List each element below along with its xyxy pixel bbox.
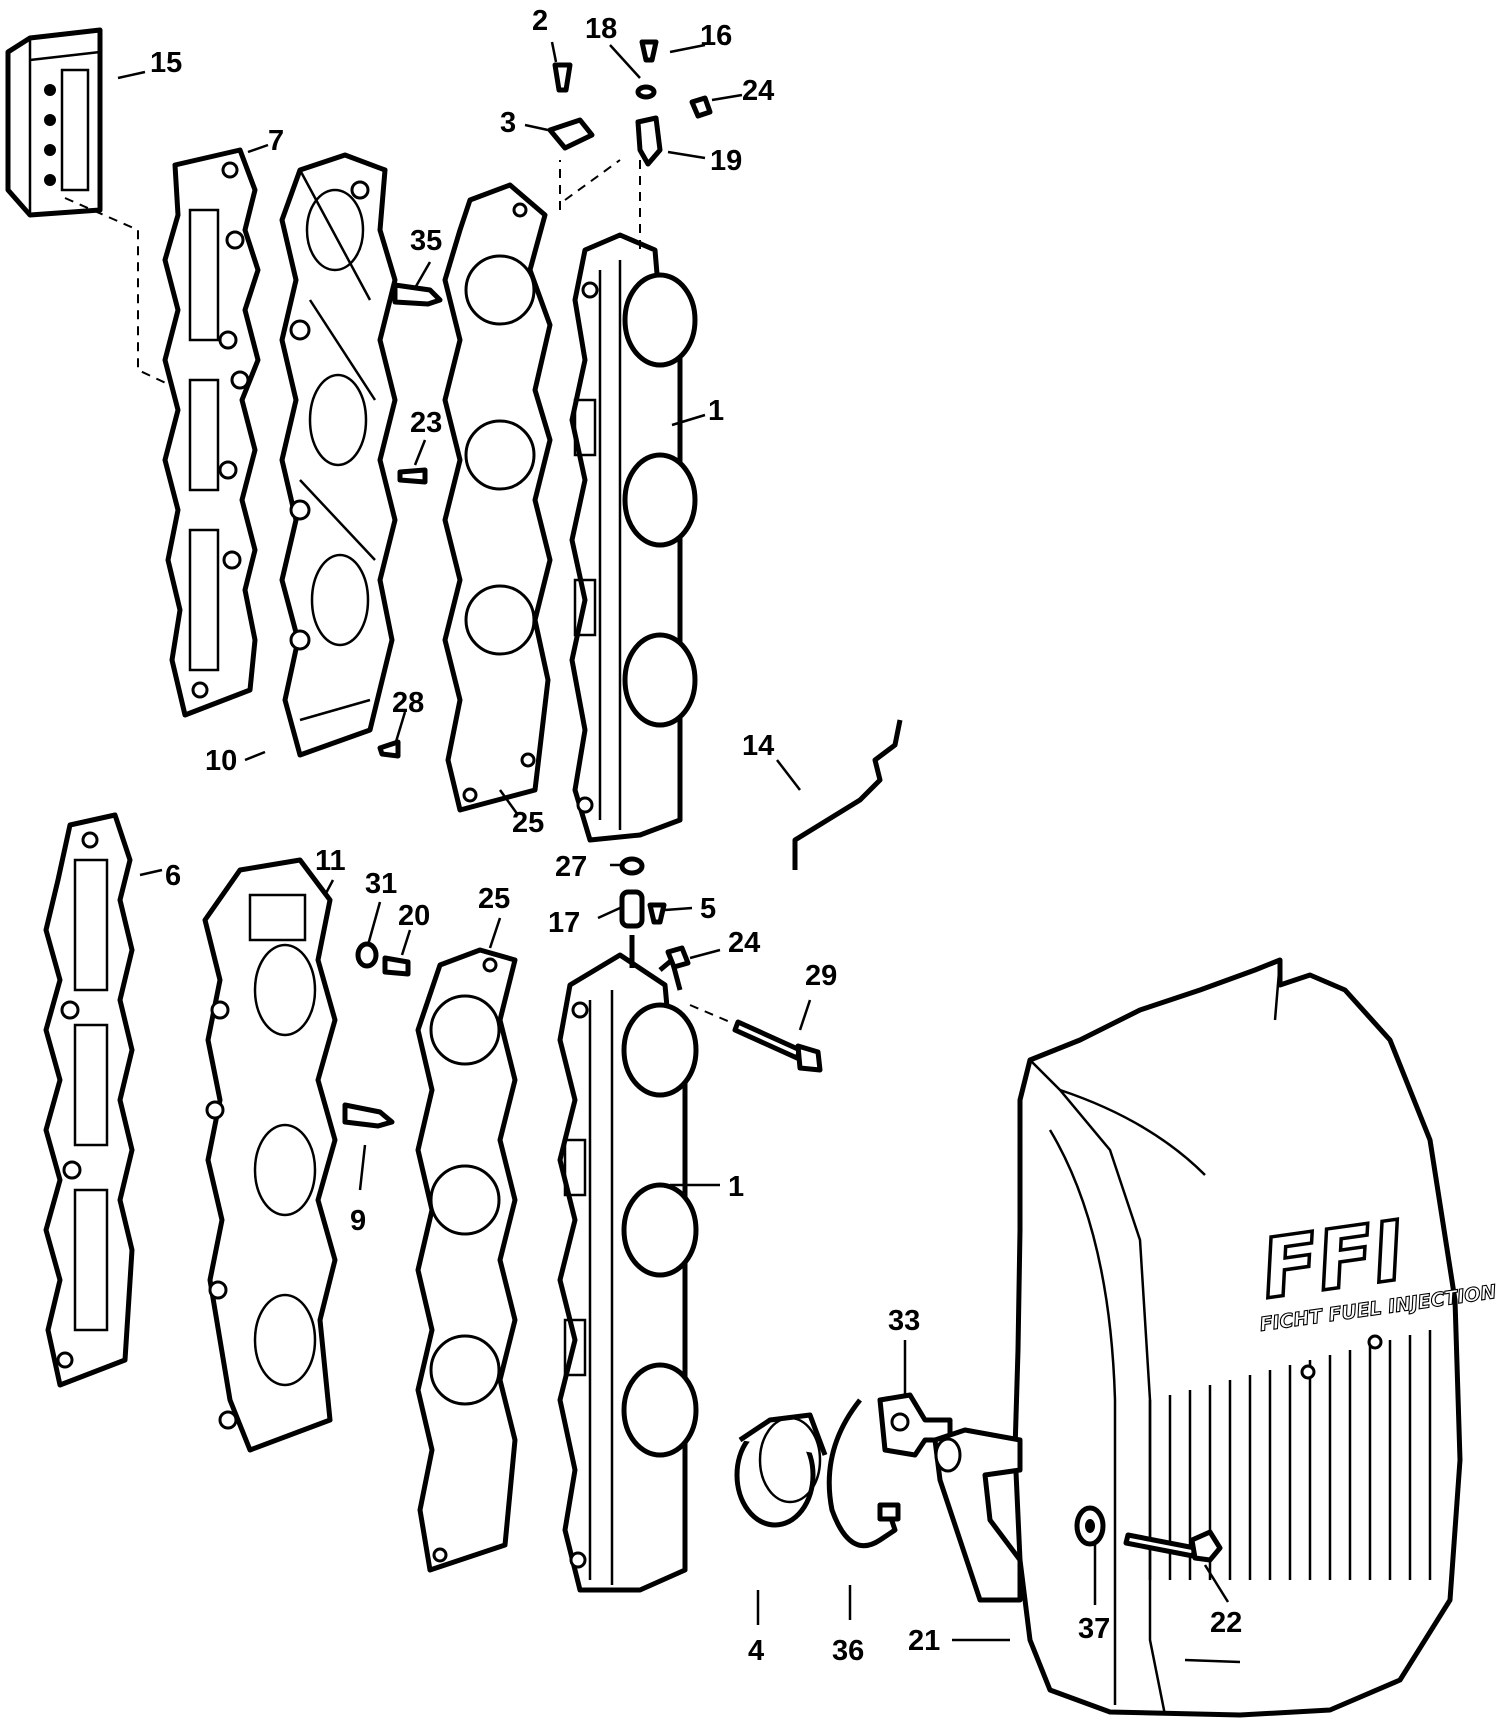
callout-18: 18 bbox=[585, 13, 617, 45]
callout-27: 27 bbox=[555, 851, 587, 883]
callout-17: 17 bbox=[548, 907, 580, 939]
callout-25-lower: 25 bbox=[478, 883, 510, 915]
part-36-clamp bbox=[826, 1398, 901, 1549]
callout-16: 16 bbox=[700, 20, 732, 52]
part-10-manifold bbox=[279, 152, 398, 758]
assembly-line bbox=[559, 159, 641, 250]
callout-19: 19 bbox=[710, 145, 742, 177]
callout-1-lower: 1 bbox=[728, 1171, 744, 1203]
part-17-sleeve bbox=[619, 889, 645, 929]
callout-2: 2 bbox=[532, 5, 548, 37]
part-21-air-silencer-cover bbox=[932, 957, 1463, 1718]
callout-25-upper: 25 bbox=[512, 807, 544, 839]
part-7-gasket bbox=[162, 147, 261, 718]
callout-11: 11 bbox=[315, 845, 346, 877]
part-37-grommet bbox=[1074, 1505, 1106, 1547]
part-15-cover-plate bbox=[5, 27, 103, 218]
part-24-plug-upper bbox=[689, 95, 713, 119]
part-24-plug-lower bbox=[665, 945, 691, 970]
leader-lines bbox=[117, 41, 1230, 1642]
part-25-gasket-lower bbox=[415, 947, 518, 1573]
callout-14: 14 bbox=[742, 730, 774, 762]
callout-21: 21 bbox=[908, 1625, 940, 1657]
cover-brand-text: FFI bbox=[1256, 1204, 1410, 1318]
callout-31: 31 bbox=[365, 868, 397, 900]
part-14-rod bbox=[792, 719, 903, 870]
callout-36: 36 bbox=[832, 1635, 864, 1667]
callout-33: 33 bbox=[888, 1305, 920, 1337]
assembly-line bbox=[689, 1004, 731, 1023]
callout-10: 10 bbox=[205, 745, 237, 777]
part-29-bolt bbox=[732, 1019, 823, 1073]
part-25-gasket-upper bbox=[442, 182, 553, 813]
callout-23: 23 bbox=[410, 407, 442, 439]
callout-6: 6 bbox=[165, 860, 181, 892]
callout-28: 28 bbox=[392, 687, 424, 719]
part-18-washer bbox=[635, 84, 657, 100]
callout-22: 22 bbox=[1210, 1607, 1242, 1639]
part-28-screw bbox=[377, 739, 401, 759]
callout-1-upper: 1 bbox=[708, 395, 724, 427]
callout-5: 5 bbox=[700, 893, 716, 925]
part-3-clip bbox=[547, 117, 595, 151]
callout-20: 20 bbox=[398, 900, 430, 932]
callout-35: 35 bbox=[410, 225, 442, 257]
part-6-gasket bbox=[43, 812, 135, 1388]
part-5-screw bbox=[647, 902, 667, 925]
callout-9: 9 bbox=[350, 1205, 366, 1237]
callout-labels: 15 7 2 18 16 24 3 19 35 1 23 28 10 14 25… bbox=[150, 5, 1242, 1667]
part-1-intake-upper bbox=[569, 232, 698, 843]
callout-24-lower: 24 bbox=[728, 927, 760, 959]
callout-24: 24 bbox=[742, 75, 774, 107]
part-19-bracket bbox=[635, 115, 663, 167]
callout-3: 3 bbox=[500, 107, 516, 139]
callout-4: 4 bbox=[748, 1635, 764, 1667]
part-31-nut bbox=[355, 941, 379, 969]
part-35-fitting bbox=[392, 282, 443, 307]
part-11-manifold bbox=[202, 857, 338, 1453]
part-1-intake-lower bbox=[557, 935, 699, 1593]
callout-37: 37 bbox=[1078, 1613, 1110, 1645]
part-27-oring bbox=[619, 856, 645, 876]
part-23-screw bbox=[397, 467, 428, 485]
part-22-bolt bbox=[1123, 1529, 1223, 1563]
assembly-line bbox=[64, 197, 171, 386]
part-9-fitting bbox=[342, 1102, 395, 1129]
part-20-screw bbox=[382, 955, 411, 977]
callout-7: 7 bbox=[268, 125, 284, 157]
part-4-sleeve bbox=[734, 1412, 828, 1528]
callout-15: 15 bbox=[150, 47, 182, 79]
part-16-screw bbox=[639, 39, 659, 63]
part-2-screw bbox=[552, 62, 573, 93]
callout-29: 29 bbox=[805, 960, 837, 992]
